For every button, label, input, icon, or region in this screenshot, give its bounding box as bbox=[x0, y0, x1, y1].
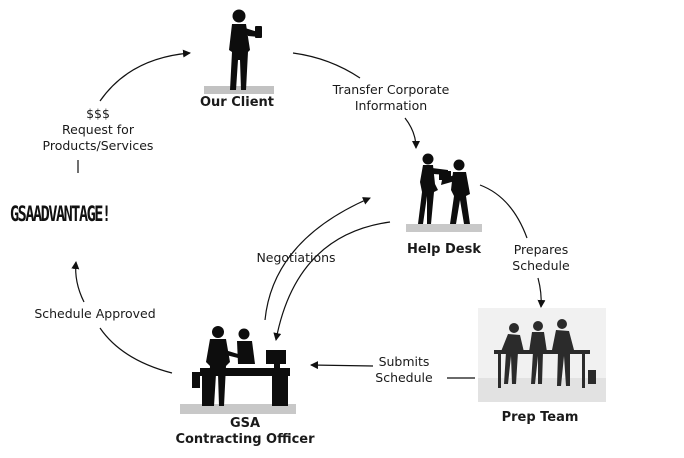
arrow-submits-left bbox=[310, 361, 374, 370]
transfer-label-line1: Transfer Corporate bbox=[332, 82, 450, 97]
submits-label-line1: Submits bbox=[378, 354, 430, 369]
prepares-label: Prepares Schedule bbox=[496, 242, 586, 274]
arrow-transfer-down bbox=[404, 117, 420, 149]
submits-label-line2: Schedule bbox=[375, 370, 433, 385]
request-label-line1: $$$ bbox=[86, 106, 110, 121]
contracting-officer-silhouette-icon bbox=[180, 326, 296, 414]
arrow-approved-up bbox=[71, 261, 85, 303]
arrow-request-top bbox=[99, 49, 191, 102]
request-label-line2: Request for bbox=[62, 122, 134, 137]
contracting-officer-label: GSA Contracting Officer bbox=[160, 416, 330, 448]
schedule-approved-label: Schedule Approved bbox=[34, 306, 156, 321]
arrow-negotiation-down bbox=[273, 221, 391, 341]
arrow-approved-bottom bbox=[99, 327, 173, 374]
gsa-advantage-logo: GSAADVANTAGE! bbox=[10, 202, 111, 226]
help-desk-silhouette-icon bbox=[406, 153, 482, 232]
prepares-label-line1: Prepares bbox=[513, 242, 569, 257]
prep-team-silhouette-icon bbox=[478, 308, 606, 402]
arrow-negotiation-up bbox=[264, 197, 371, 321]
prep-team-label: Prep Team bbox=[501, 410, 579, 425]
arrow-transfer-top bbox=[292, 52, 361, 79]
contracting-officer-label-line2: Contracting Officer bbox=[175, 432, 315, 447]
submits-label: Submits Schedule bbox=[362, 354, 446, 386]
arrow-prepares-down bbox=[537, 277, 546, 308]
client-label: Our Client bbox=[200, 95, 274, 110]
request-label-line3: Products/Services bbox=[42, 138, 154, 153]
arrow-prepares-top bbox=[479, 184, 528, 239]
help-desk-label: Help Desk bbox=[407, 242, 481, 257]
transfer-label-line2: Information bbox=[354, 98, 428, 113]
contracting-officer-label-line1: GSA bbox=[229, 416, 261, 431]
prepares-label-line2: Schedule bbox=[512, 258, 570, 273]
client-silhouette-icon bbox=[204, 9, 274, 94]
transfer-label: Transfer Corporate Information bbox=[316, 82, 466, 114]
request-label: $$$ Request for Products/Services bbox=[28, 106, 168, 154]
negotiations-label: Negotiations bbox=[256, 250, 336, 265]
